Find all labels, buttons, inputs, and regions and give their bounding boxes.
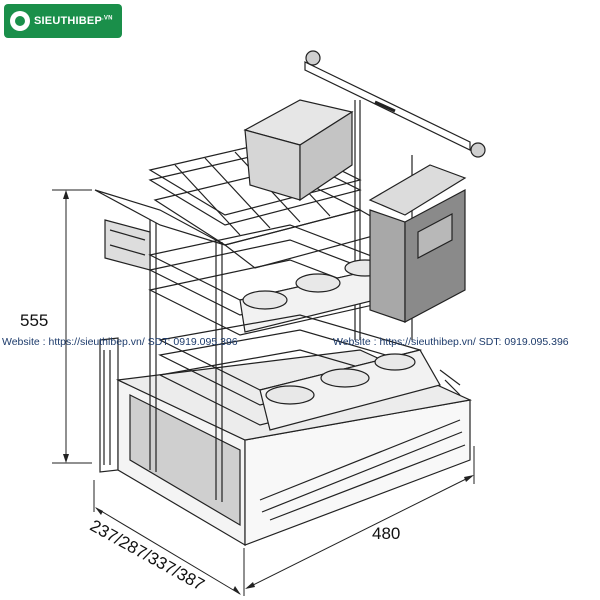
logo-brand-text: SIEUTHIBEP: [34, 15, 103, 27]
brand-logo[interactable]: SIEUTHIBEP.VN: [4, 4, 122, 38]
logo-suffix-text: .VN: [102, 15, 113, 22]
upper-waste-bin: [243, 99, 354, 202]
height-dimension-label: 555: [20, 311, 49, 330]
watermark-left: Website : https://sieuthibep.vn/ SDT: 09…: [2, 336, 238, 348]
side-waste-bin: [368, 164, 467, 323]
depth-dimension-line: [93, 480, 241, 595]
lower-basket: [158, 314, 461, 431]
middle-basket: [148, 224, 398, 336]
width-dimension-line: [243, 446, 475, 596]
width-dimension-label: 480: [372, 524, 401, 543]
top-rail: [304, 50, 486, 158]
top-basket-left: [94, 189, 226, 271]
height-dimension-line: [52, 189, 92, 464]
watermark-right: Website : https://sieuthibep.vn/ SDT: 09…: [333, 336, 569, 348]
logo-icon: [10, 11, 30, 31]
